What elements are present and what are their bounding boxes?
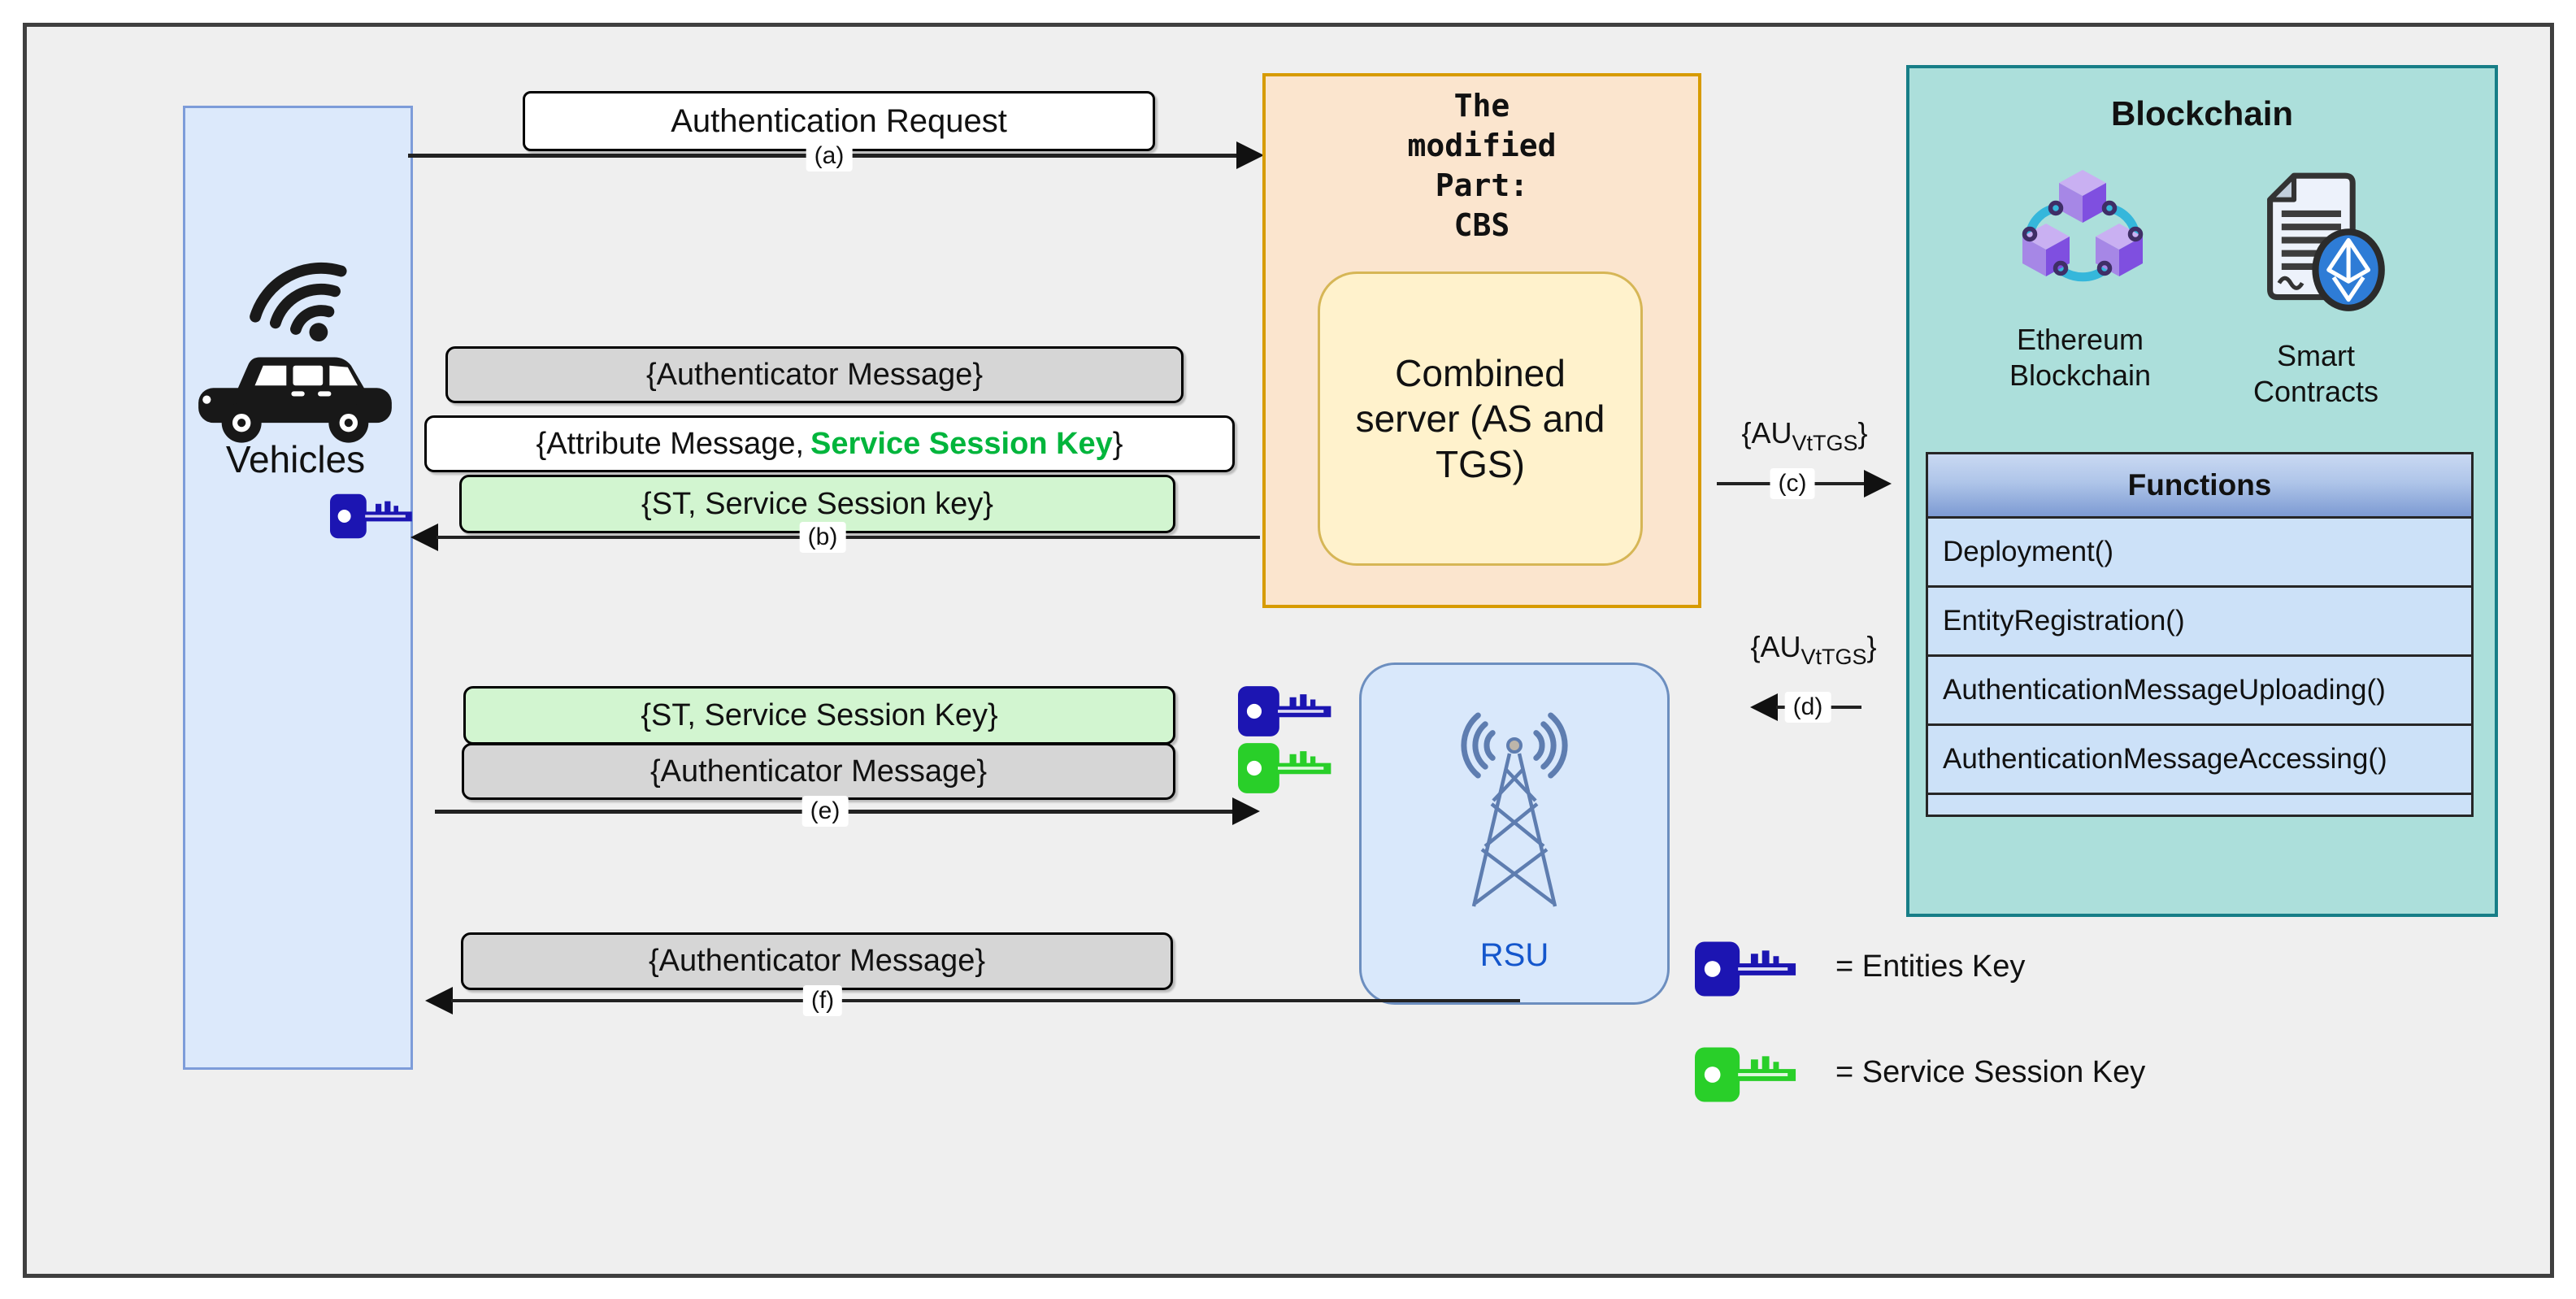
- blockchain-box: Blockchain: [1906, 65, 2498, 917]
- authenticator-message-label-3: {Authenticator Message}: [648, 944, 986, 978]
- arrow-f-head: [425, 987, 453, 1014]
- rsu-box: RSU: [1359, 663, 1670, 1005]
- vehicles-label: Vehicles: [225, 438, 366, 480]
- attribute-message-suffix: }: [1112, 426, 1123, 461]
- arrow-d-label: (d): [1784, 692, 1831, 723]
- au-prefix: {AU: [1741, 416, 1792, 450]
- attribute-message-prefix: {Attribute Message,: [536, 426, 805, 461]
- cbs-box: The modified Part: CBS Combined server (…: [1262, 73, 1701, 608]
- arrow-a-label: (a): [806, 141, 853, 172]
- legend-service-session-key: = Service Session Key: [1835, 1055, 2146, 1089]
- cbs-title: The modified Part: CBS: [1407, 88, 1557, 243]
- arrow-d-head: [1750, 693, 1778, 721]
- arrow-b-label: (b): [799, 522, 846, 553]
- st-service-session-key-box-2: {ST, Service Session Key}: [463, 686, 1175, 745]
- au-suffix: }: [1866, 630, 1877, 663]
- function-row-entity-registration: EntityRegistration(): [1928, 588, 2471, 657]
- key-icon: [330, 493, 415, 540]
- arrow-b-line: [437, 536, 1260, 539]
- function-row-empty: [1928, 795, 2471, 815]
- key-icon: [1695, 1045, 1799, 1105]
- authenticator-message-box-2: {Authenticator Message}: [462, 743, 1175, 800]
- legend-entities-key: = Entities Key: [1835, 949, 2026, 984]
- smart-contracts-caption: Smart Contracts: [2252, 339, 2379, 408]
- arrow-b-head: [411, 524, 438, 551]
- wifi-icon: [250, 262, 347, 342]
- au-prefix: {AU: [1750, 630, 1801, 663]
- authenticator-message-label: {Authenticator Message}: [645, 357, 984, 392]
- rsu-label: RSU: [1479, 937, 1549, 973]
- st-service-session-key-label: {ST, Service Session key}: [641, 486, 993, 521]
- key-icon: [1238, 741, 1334, 795]
- ethereum-blockchain-icon: [2022, 170, 2144, 282]
- key-icon: [1695, 939, 1799, 999]
- authenticator-message-box-1: {Authenticator Message}: [445, 346, 1184, 403]
- au-sub: VtTGS: [1792, 431, 1858, 455]
- authenticator-message-label-2: {Authenticator Message}: [649, 754, 988, 789]
- function-row-message-accessing: AuthenticationMessageAccessing(): [1928, 726, 2471, 795]
- arrow-e-label: (e): [801, 796, 849, 827]
- au-vttgs-token-d: {AUVtTGS}: [1722, 630, 1905, 670]
- auth-request-label: Authentication Request: [671, 102, 1007, 139]
- au-vttgs-token-c: {AUVtTGS}: [1707, 416, 1902, 456]
- functions-table-header: Functions: [1928, 454, 2471, 519]
- function-row-message-uploading: AuthenticationMessageUploading(): [1928, 657, 2471, 726]
- radio-tower-icon: [1461, 712, 1568, 907]
- arrow-f-line: [451, 999, 1520, 1002]
- car-icon: [198, 357, 392, 443]
- combined-server-label: Combined server (AS and TGS): [1355, 352, 1605, 485]
- smart-contracts-icon: [2267, 172, 2385, 311]
- authenticator-message-box-3: {Authenticator Message}: [461, 932, 1173, 990]
- service-session-key-highlight: Service Session Key: [810, 426, 1113, 461]
- function-row-deployment: Deployment(): [1928, 519, 2471, 588]
- ethereum-blockchain-caption: Ethereum Blockchain: [2009, 323, 2152, 392]
- blockchain-title: Blockchain: [2110, 94, 2294, 133]
- combined-server-box: Combined server (AS and TGS): [1318, 272, 1643, 566]
- arrow-c-head: [1864, 470, 1892, 497]
- au-suffix: }: [1857, 416, 1868, 450]
- attribute-message-box: {Attribute Message, Service Session Key …: [424, 415, 1235, 472]
- arrow-f-label: (f): [802, 985, 843, 1016]
- functions-table: Functions Deployment() EntityRegistratio…: [1926, 452, 2474, 817]
- arrow-c-label: (c): [1770, 468, 1815, 499]
- key-icon: [1238, 684, 1334, 738]
- arrow-e-head: [1232, 797, 1260, 825]
- au-sub: VtTGS: [1801, 645, 1867, 669]
- arrow-a-head: [1236, 141, 1264, 169]
- st-service-session-key-label-2: {ST, Service Session Key}: [641, 697, 998, 732]
